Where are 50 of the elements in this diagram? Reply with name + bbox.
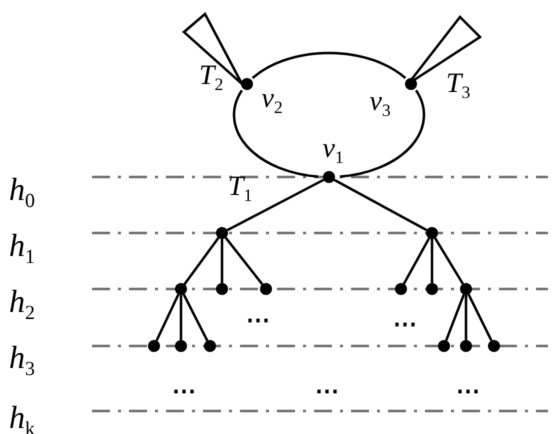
vertex-dot	[405, 78, 418, 90]
ellipsis-mark: ⋯	[315, 380, 339, 404]
graph-edge	[226, 178, 324, 232]
ellipsis-mark: ⋯	[456, 380, 480, 404]
vertex-dot	[260, 283, 272, 295]
graph-edge	[252, 52, 406, 80]
vertex-dot	[175, 283, 187, 295]
ellipsis-mark: ⋯	[393, 313, 417, 337]
graph-edge	[180, 295, 182, 340]
vertex-label: v$_{2}$	[262, 84, 283, 116]
graph-edge	[182, 294, 208, 342]
subtree-label: T$_{2}$	[199, 62, 224, 93]
vertex-dot	[148, 340, 160, 352]
graph-edge	[340, 90, 426, 178]
graph-edge	[155, 294, 180, 342]
vertex-dot	[460, 340, 472, 352]
vertex-dot	[323, 171, 335, 183]
graph-edge	[445, 294, 465, 341]
vertex-dot	[438, 340, 450, 352]
graph-edge	[434, 237, 464, 285]
vertex-dot	[395, 283, 407, 295]
level-label: h$_{1}$	[9, 228, 35, 268]
vertex-dot	[426, 283, 438, 295]
level-label: h$_{0}$	[9, 172, 35, 212]
subtree-label: T$_{1}$	[228, 172, 252, 204]
level-label: h$_{3}$	[9, 340, 35, 380]
vertex-dot	[488, 340, 500, 352]
graph-edge	[232, 90, 318, 178]
level-label: h$_{k}$	[9, 400, 35, 434]
graph-edge	[184, 237, 220, 285]
vertex-dot	[204, 340, 216, 352]
graph-edge	[334, 178, 428, 232]
vertex-dot	[175, 340, 187, 352]
graph-edge	[464, 295, 468, 340]
vertex-label: v$_{1}$	[322, 134, 344, 166]
graph-edge	[467, 294, 493, 342]
ellipsis-mark: ⋯	[172, 380, 196, 404]
subtree-label: T$_{3}$	[446, 70, 470, 101]
vertex-label: v$_{3}$	[370, 88, 391, 119]
graph-edge	[220, 239, 224, 283]
vertex-dot	[240, 78, 253, 90]
level-label: h$_{2}$	[9, 284, 35, 324]
vertex-dot	[216, 283, 228, 295]
vertex-dot	[460, 283, 472, 295]
vertex-dot	[216, 227, 228, 239]
graph-edge	[402, 238, 430, 284]
ellipsis-mark: ⋯	[246, 309, 270, 333]
graph-edge	[224, 236, 264, 286]
graph-edge	[430, 239, 434, 283]
vertex-dot	[426, 227, 438, 239]
